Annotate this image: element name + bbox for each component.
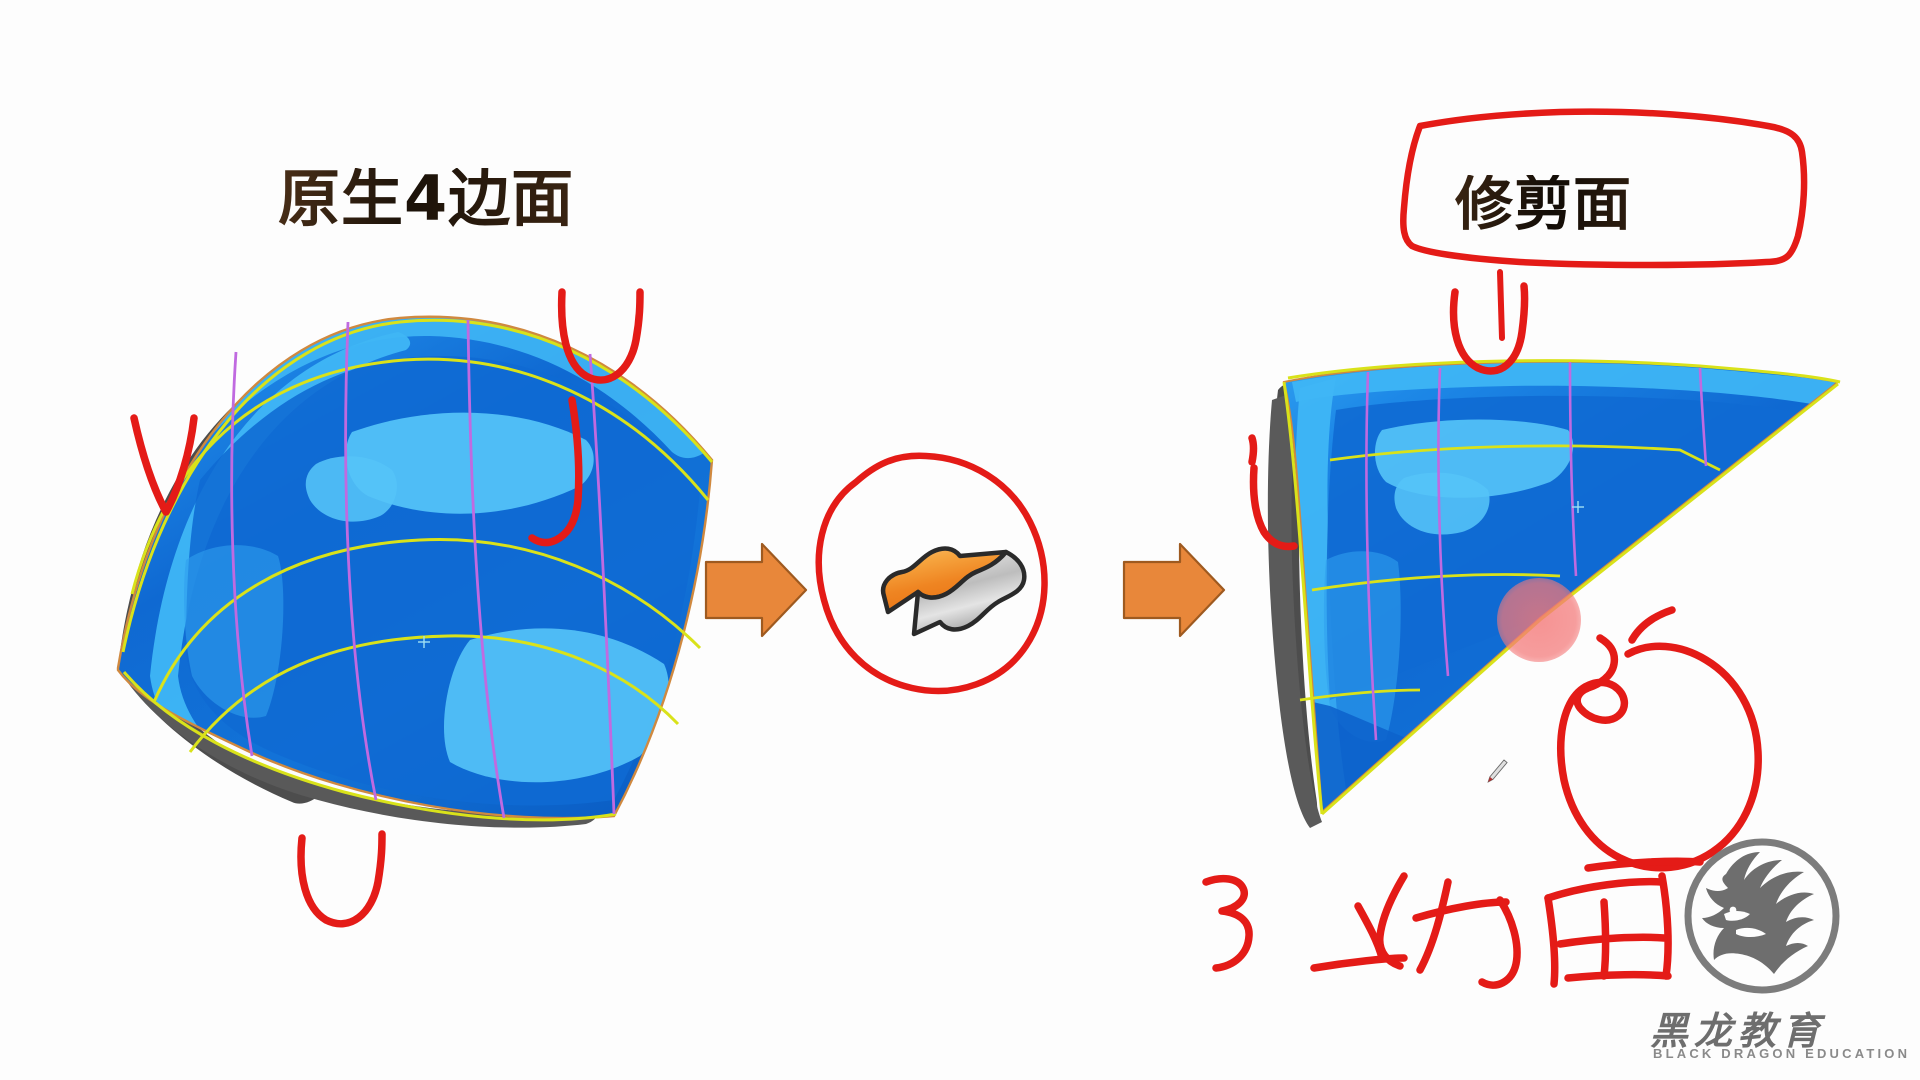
left-iso-v-curves (230, 319, 616, 819)
right-surface-underside (1272, 382, 1318, 824)
check-mark-left (130, 414, 198, 516)
left-surface-crosshair (418, 636, 430, 648)
arrow-left-to-icon (704, 542, 808, 638)
right-iso-v-curves (1365, 361, 1708, 741)
left-surface-boundary (116, 315, 714, 820)
click-ping-indicator (1497, 578, 1581, 662)
rhino-surface-icon (880, 546, 1027, 637)
left-surface-underside-lower (118, 668, 597, 828)
check-mark-right (1249, 464, 1298, 551)
right-surface-title: 修剪面 (1455, 170, 1633, 238)
left-iso-u-curves (121, 318, 714, 822)
small-stroke-right-group (1248, 434, 1258, 466)
pencil-cursor (1487, 759, 1508, 783)
logo-cn-text: 黑龙教育 (1650, 1009, 1827, 1053)
dragon-head-icon (1702, 852, 1814, 974)
handwritten-3-sided-face (1202, 857, 1704, 989)
left-surface-title: 原生4边面 (278, 162, 575, 235)
logo-en-text: BLACK DRAGON EDUCATION (1653, 1046, 1911, 1061)
right-surface-crosshair (1572, 501, 1584, 513)
black-dragon-logo-mark (1684, 838, 1840, 994)
u-mark-top-left (557, 288, 644, 384)
left-surface-underside (118, 326, 396, 804)
right-iso-u-curves (1299, 444, 1721, 702)
right-surface-underside2 (1267, 390, 1322, 828)
stroke-right-of-left-surface (528, 396, 583, 547)
u-mark-bottom-left (297, 830, 386, 928)
u-mark-under-callout (1449, 269, 1529, 375)
arrow-icon-to-right (1122, 542, 1226, 638)
